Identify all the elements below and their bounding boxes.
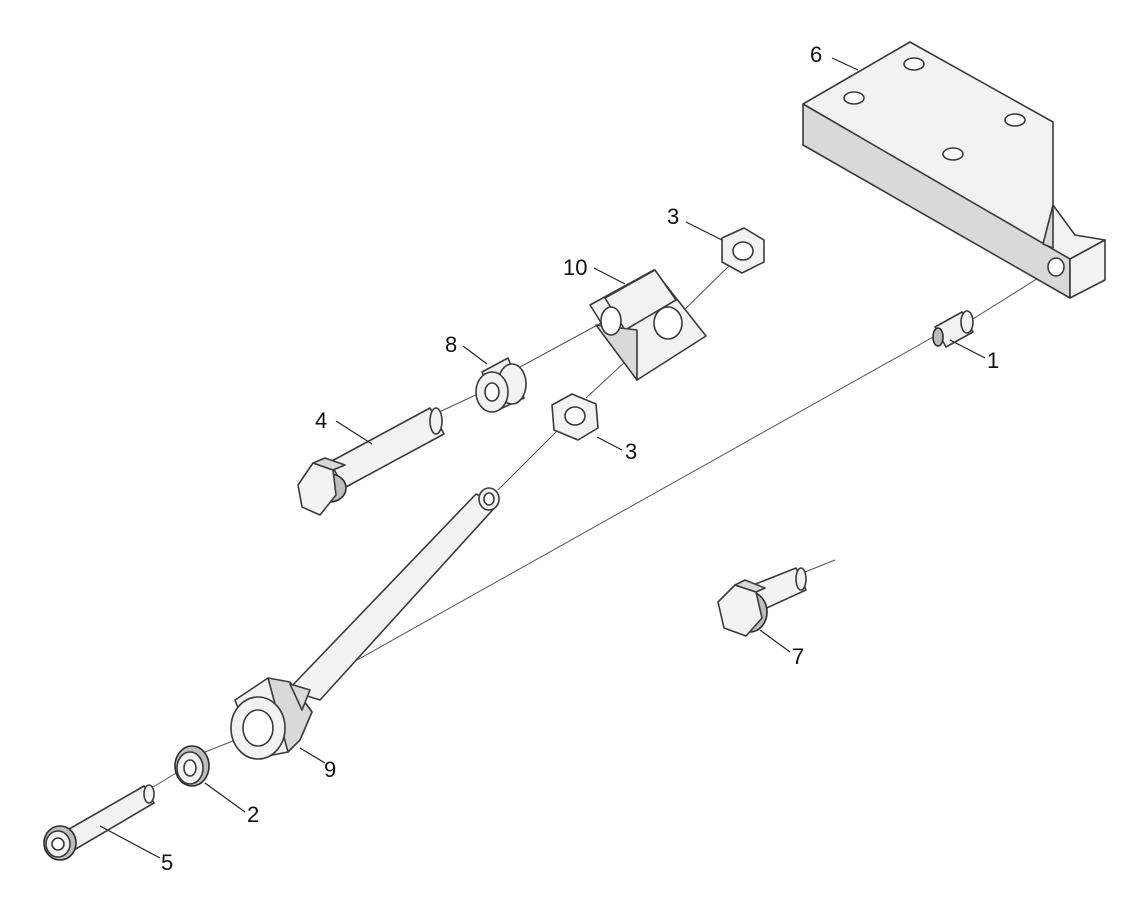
callout-part-8: 8 (445, 332, 457, 357)
leader-lines (99, 57, 986, 859)
callout-part-3-lower: 3 (625, 439, 637, 464)
spacer-part-8 (475, 357, 527, 413)
callout-part-1: 1 (987, 348, 999, 373)
bolt-part-7 (717, 567, 807, 637)
mounting-plate-part-6 (802, 41, 1106, 299)
block-part-10 (589, 269, 707, 381)
callout-labels: 6 3 10 8 4 3 1 7 9 2 5 (161, 42, 999, 875)
callout-part-3-upper: 3 (667, 204, 679, 229)
pin-part-1 (932, 310, 974, 348)
callout-part-4: 4 (315, 408, 327, 433)
bolt-part-5 (43, 784, 155, 861)
link-arm-part-9 (230, 487, 500, 760)
washer-part-2 (174, 745, 210, 787)
callout-part-2: 2 (247, 802, 259, 827)
callout-part-5: 5 (161, 850, 173, 875)
hex-nut-part-3-lower (551, 393, 599, 441)
bolt-part-4 (297, 407, 445, 516)
callout-part-6: 6 (810, 42, 822, 67)
callout-part-9: 9 (324, 757, 336, 782)
callout-part-7: 7 (792, 644, 804, 669)
callout-part-10: 10 (563, 255, 587, 280)
hex-nut-part-3-upper (721, 227, 765, 274)
